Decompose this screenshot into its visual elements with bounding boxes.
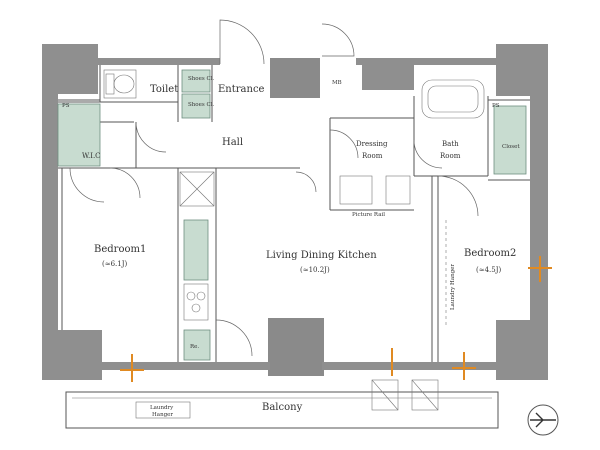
label-dressing-room: Room	[362, 152, 383, 160]
label-laundry-hanger-balcony: Laundry	[150, 405, 174, 411]
room-labels: Toilet Shoes Cl. Shoes Cl. Entrance MB H…	[62, 76, 520, 418]
wall-top-2	[356, 58, 496, 65]
label-picture-rail: Picture Rail	[352, 212, 385, 218]
balcony-outline	[65, 391, 499, 429]
label-bedroom1-size: (≈6.1J)	[102, 260, 128, 268]
wall-bottom-left-pillar	[42, 330, 102, 380]
partitions	[58, 65, 530, 362]
label-laundry-hanger-balcony-2: Hanger	[152, 412, 173, 418]
outer-walls	[42, 44, 548, 380]
label-bath: Bath	[442, 140, 459, 148]
label-mb: MB	[332, 80, 342, 86]
label-shoes-closet-2: Shoes Cl.	[188, 102, 214, 108]
wall-bottom-1	[100, 362, 270, 370]
shoes-closet-bottom	[181, 93, 211, 119]
label-ldk-size: (≈10.2J)	[300, 266, 330, 274]
toilet-bowl	[113, 74, 135, 94]
pillar-bottom-middle	[268, 318, 324, 376]
pantry-box	[179, 171, 215, 207]
shoes-closet-top	[181, 69, 211, 93]
accent-markers	[120, 256, 552, 382]
label-ps-right: PS	[492, 103, 500, 109]
toilet-room-box	[103, 69, 137, 99]
kitchen-sink-counter	[183, 219, 209, 281]
label-balcony: Balcony	[262, 402, 303, 413]
fixtures	[57, 69, 527, 411]
wall-top-1	[96, 58, 220, 65]
wall-right	[530, 44, 548, 380]
pillar-entrance	[270, 58, 320, 98]
outdoor-unit-2	[411, 379, 439, 411]
label-ps-left: PS	[62, 103, 70, 109]
label-bedroom1: Bedroom1	[94, 244, 146, 255]
wall-left	[42, 44, 58, 380]
label-bath-room: Room	[440, 152, 461, 160]
label-ldk: Living Dining Kitchen	[266, 250, 377, 261]
label-laundry-hanger-vertical: Laundry Hanger	[450, 264, 456, 310]
bathtub	[421, 79, 485, 119]
label-wic: W.I.C	[82, 152, 101, 160]
doors	[69, 19, 479, 357]
label-hall: Hall	[222, 137, 243, 148]
stove	[183, 283, 209, 321]
label-bedroom2-size: (≈4.5J)	[476, 266, 502, 274]
wall-bottom-right-pillar	[496, 320, 548, 380]
label-shoes-closet-1: Shoes Cl.	[188, 76, 214, 82]
wic-shelving	[57, 103, 101, 167]
closet-shelving	[493, 105, 527, 175]
label-bedroom2: Bedroom2	[464, 248, 516, 259]
compass-icon	[527, 404, 559, 436]
label-refrigerator: Re.	[190, 344, 199, 350]
wall-bottom-2	[322, 362, 498, 370]
label-toilet: Toilet	[150, 84, 178, 95]
label-entrance: Entrance	[218, 84, 265, 95]
refrigerator-space	[183, 329, 211, 361]
outdoor-unit-1	[371, 379, 399, 411]
washer	[385, 175, 411, 205]
washbasin	[339, 175, 373, 205]
wall-mb-block	[362, 64, 414, 90]
label-closet: Closet	[502, 144, 520, 150]
label-dressing: Dressing	[356, 140, 388, 148]
